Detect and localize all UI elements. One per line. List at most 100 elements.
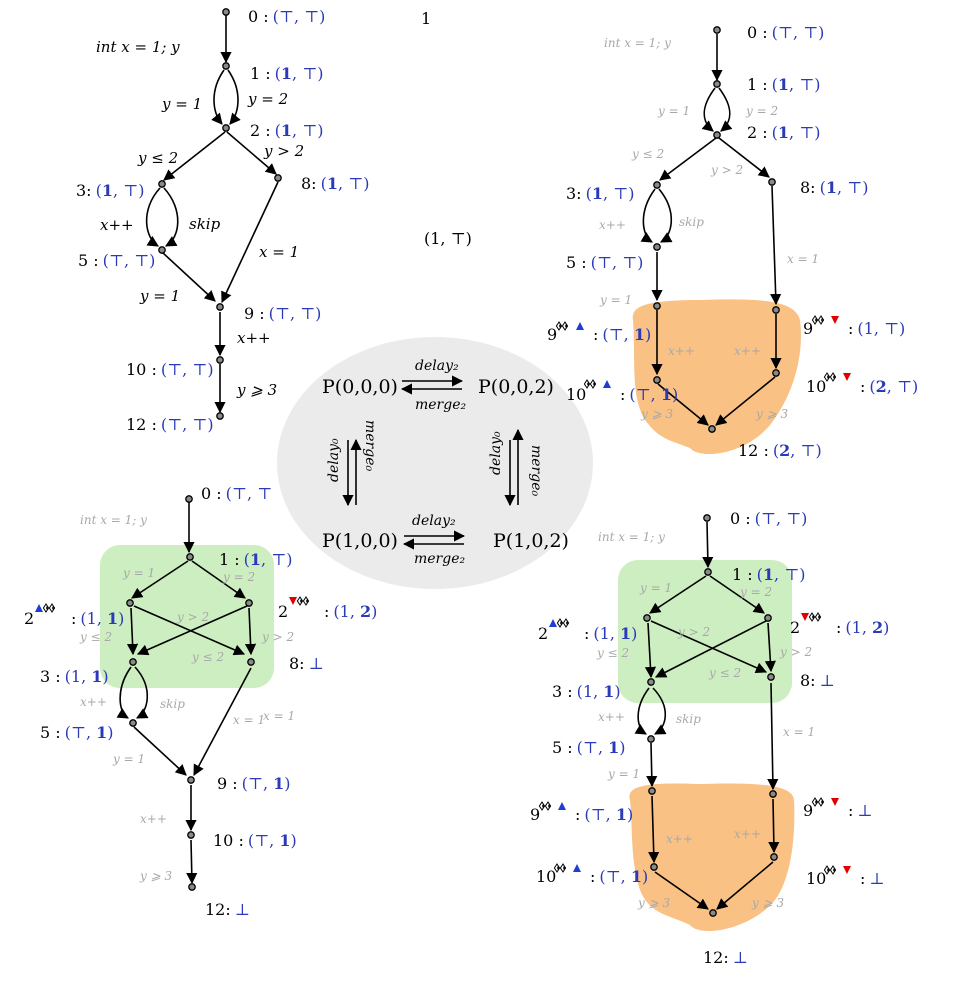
bl-node-5: 5 : (⊤, 1) bbox=[40, 723, 114, 742]
br-edge-skip: skip bbox=[676, 712, 701, 726]
bl-node-2-down: 2 : (1, 2) bbox=[278, 596, 377, 621]
br-node-10-up: 10 : (⊤, 1) bbox=[536, 863, 648, 886]
tr-edge-xpp: x++ bbox=[599, 218, 626, 232]
tr-node-5: 5 : (⊤, ⊤) bbox=[566, 253, 643, 272]
tr-node-1: 1 : (1, ⊤) bbox=[747, 75, 821, 94]
lattice-merge0-right: merge₀ bbox=[528, 445, 544, 497]
bl-edge-yge3: y ⩾ 3 bbox=[139, 869, 172, 883]
bl-node-8: 8: ⊥ bbox=[289, 654, 324, 673]
br-edge-ygt2b: y > 2 bbox=[779, 645, 812, 659]
br-green-region bbox=[618, 560, 792, 703]
tl-node-12: 12 : (⊤, ⊤) bbox=[126, 415, 214, 434]
lattice-diagram: P(0,0,0) P(0,0,2) P(1,0,0) P(1,0,2) dela… bbox=[277, 337, 593, 589]
svg-text:9: 9 bbox=[530, 805, 540, 824]
svg-text:9: 9 bbox=[547, 325, 557, 344]
svg-text:9: 9 bbox=[803, 801, 813, 820]
tr-orange-region bbox=[632, 299, 801, 455]
svg-text:: ⊥: : ⊥ bbox=[860, 869, 884, 888]
tr-node-8: 8: (1, ⊤) bbox=[800, 178, 868, 197]
svg-text:10: 10 bbox=[536, 867, 556, 886]
svg-text:10: 10 bbox=[806, 869, 826, 888]
bl-node-2-up: 2 : (1, 1) bbox=[24, 603, 124, 628]
lattice-delay2-bottom: delay₂ bbox=[412, 513, 456, 529]
tr-node-3: 3: (1, ⊤) bbox=[566, 184, 634, 203]
br-code-int: int x = 1; y bbox=[598, 530, 665, 544]
svg-text:: (⊤, 1): : (⊤, 1) bbox=[593, 325, 651, 344]
bl-edge-xpp2: x++ bbox=[140, 812, 167, 826]
svg-text:9: 9 bbox=[803, 319, 813, 338]
graph-bottom-right: int x = 1; y y = 1 y = 2 y > 2 y ≤ 2 y >… bbox=[530, 509, 889, 967]
svg-text:: (1, 2): : (1, 2) bbox=[836, 618, 889, 637]
svg-text:: (1, ⊤): : (1, ⊤) bbox=[848, 319, 905, 338]
tl-edge-skip: skip bbox=[189, 215, 221, 233]
lattice-p100: P(1,0,0) bbox=[322, 530, 398, 552]
svg-text:10: 10 bbox=[566, 385, 586, 404]
tl-node-8: 8: (1, ⊤) bbox=[301, 174, 369, 193]
br-node-2-down: 2 : (1, 2) bbox=[790, 612, 889, 637]
tr-node-9-down: 9 : (1, ⊤) bbox=[803, 315, 905, 338]
svg-text:: (⊤, 1): : (⊤, 1) bbox=[620, 385, 678, 404]
tr-edge-y1b: y = 1 bbox=[599, 293, 632, 307]
lattice-merge2-top: merge₂ bbox=[415, 397, 467, 413]
tr-node-2: 2 : (1, ⊤) bbox=[747, 123, 821, 142]
tr-edge-y2: y = 2 bbox=[745, 104, 778, 118]
tl-edge-xpp2: x++ bbox=[237, 329, 271, 347]
tr-code-int: int x = 1; y bbox=[604, 36, 671, 50]
bl-node-9: 9 : (⊤, 1) bbox=[217, 774, 291, 793]
tl-edge-x1: x = 1 bbox=[259, 243, 299, 261]
br-edge-y1: y = 1 bbox=[639, 581, 672, 595]
br-node-0: 0 : (⊤, ⊤) bbox=[730, 509, 807, 528]
lattice-p002: P(0,0,2) bbox=[478, 376, 554, 398]
br-node-1: 1 : (1, ⊤) bbox=[732, 565, 806, 584]
tr-node-10-down: 10 : (2, ⊤) bbox=[806, 372, 918, 396]
bl-node-10: 10 : (⊤, 1) bbox=[213, 831, 297, 850]
tl-node-10: 10 : (⊤, ⊤) bbox=[126, 360, 214, 379]
graph-top-left: int x = 1; y y = 1 y = 2 y ≤ 2 y > 2 x++… bbox=[76, 7, 369, 434]
lattice-merge2-bottom: merge₂ bbox=[414, 551, 466, 567]
bl-node-12: 12: ⊥ bbox=[205, 900, 250, 919]
bl-edge-y1: y = 1 bbox=[122, 566, 155, 580]
bl-edge-xpp: x++ bbox=[80, 695, 107, 709]
tl-edge-xpp: x++ bbox=[100, 216, 134, 234]
br-edge-yge3-b: y ⩾ 3 bbox=[751, 896, 784, 910]
bl-node-3: 3 : (1, 1) bbox=[40, 667, 109, 686]
bl-edge-yle2b: y ≤ 2 bbox=[191, 650, 224, 664]
tr-edge-yge3-a: y ⩾ 3 bbox=[640, 407, 673, 421]
svg-text:: (1, 1): : (1, 1) bbox=[71, 609, 124, 628]
tl-node-2: 2 : (1, ⊤) bbox=[250, 121, 324, 140]
lattice-delay0-right: delay₀ bbox=[488, 431, 504, 475]
tr-node-0: 0 : (⊤, ⊤) bbox=[747, 23, 824, 42]
bl-edge-yle2a: y ≤ 2 bbox=[79, 630, 112, 644]
br-node-3: 3 : (1, 1) bbox=[552, 682, 621, 701]
bl-edge-x1: x = 1 bbox=[233, 713, 265, 727]
br-edge-y2: y = 2 bbox=[739, 585, 772, 599]
tr-edge-skip: skip bbox=[679, 215, 704, 229]
tl-node-9: 9 : (⊤, ⊤) bbox=[244, 304, 321, 323]
svg-text:: (⊤, 1): : (⊤, 1) bbox=[590, 867, 648, 886]
br-node-5: 5 : (⊤, 1) bbox=[552, 738, 626, 757]
graph-top-right: int x = 1; y y = 1 y = 2 y ≤ 2 y > 2 x++… bbox=[547, 23, 918, 460]
br-edge-xpp-a: x++ bbox=[666, 832, 693, 846]
tl-node-3: 3: (1, ⊤) bbox=[76, 181, 144, 200]
br-edge-yle2b: y ≤ 2 bbox=[708, 666, 741, 680]
br-edge-yle2a: y ≤ 2 bbox=[596, 646, 629, 660]
tl-edge-y1: y = 1 bbox=[161, 95, 202, 113]
bl-edge-y1b: y = 1 bbox=[112, 752, 145, 766]
lattice-merge0-left: merge₀ bbox=[362, 420, 378, 472]
br-edge-x1: x = 1 bbox=[783, 725, 815, 739]
tr-edge-x1: x = 1 bbox=[787, 252, 819, 266]
bl-node-0: 0 : (⊤, ⊤ bbox=[201, 484, 272, 503]
tl-edge-yge3: y ⩾ 3 bbox=[236, 381, 277, 399]
tl-edge-ygt2: y > 2 bbox=[263, 142, 304, 160]
graph-bottom-left: int x = 1; y y = 1 y = 2 y > 2 y ≤ 2 y >… bbox=[24, 484, 377, 919]
tr-edge-yge3-b: y ⩾ 3 bbox=[755, 407, 788, 421]
br-edge-xpp: x++ bbox=[598, 710, 625, 724]
svg-text:: (2, ⊤): : (2, ⊤) bbox=[860, 377, 918, 396]
br-node-10-down: 10 : ⊥ bbox=[806, 865, 884, 888]
bl-edge-ygt2b: y > 2 bbox=[261, 630, 294, 644]
tr-edge-xpp-a: x++ bbox=[668, 344, 695, 358]
lattice-ellipse bbox=[277, 337, 593, 589]
br-edge-y1b: y = 1 bbox=[607, 767, 640, 781]
lattice-delay2-top: delay₂ bbox=[415, 358, 459, 374]
